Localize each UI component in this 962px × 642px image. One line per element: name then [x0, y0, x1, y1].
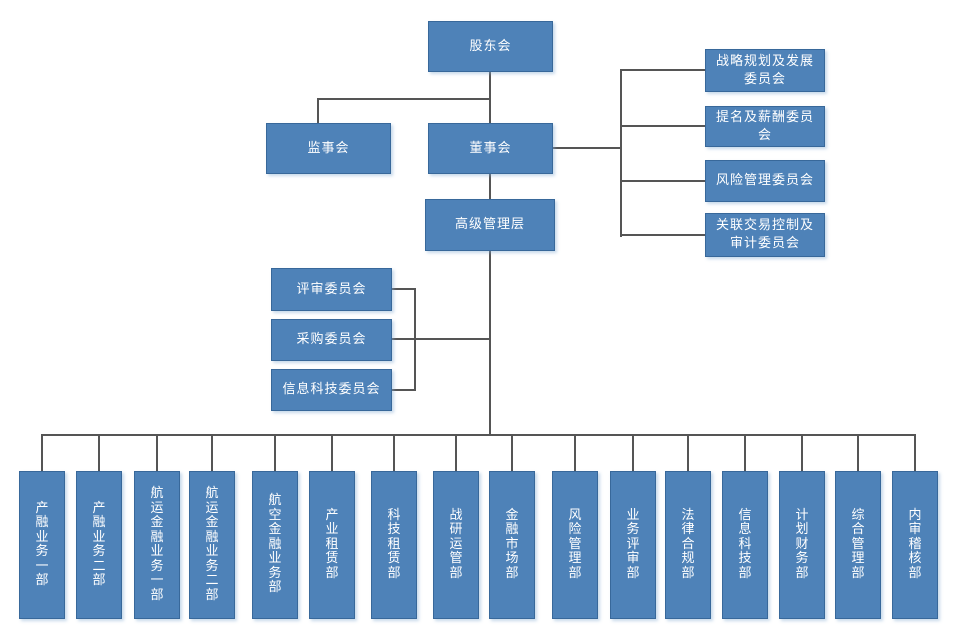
connector-stub-committee-1 — [620, 69, 706, 71]
department-label: 风险管理部 — [568, 507, 582, 581]
department-box: 金融市场部 — [489, 471, 535, 619]
connector-drop-dept-2 — [98, 435, 100, 471]
node-strategy-development-committee: 战略规划及发展委员会 — [705, 49, 825, 92]
department-label: 航运金融业务一部 — [150, 486, 164, 603]
node-shareholders-meeting: 股东会 — [428, 21, 553, 72]
department-label: 产融业务一部 — [35, 500, 49, 588]
connector-drop-dept-12 — [687, 435, 689, 471]
connector-branch-supervisory — [317, 98, 491, 100]
connector-main-trunk — [489, 251, 491, 436]
connector-drop-dept-7 — [393, 435, 395, 471]
connector-drop-dept-6 — [331, 435, 333, 471]
department-box: 计划财务部 — [779, 471, 825, 619]
department-label: 产业租赁部 — [325, 507, 339, 581]
department-box: 科技租赁部 — [371, 471, 417, 619]
connector-drop-dept-3 — [156, 435, 158, 471]
department-label: 业务评审部 — [626, 507, 640, 581]
node-risk-management-committee: 风险管理委员会 — [705, 160, 825, 202]
department-label: 航空金融业务部 — [268, 493, 282, 596]
connector-drop-dept-13 — [744, 435, 746, 471]
connector-drop-dept-10 — [574, 435, 576, 471]
department-box: 风险管理部 — [552, 471, 598, 619]
connector-committees-trunk-left — [414, 288, 416, 391]
department-label: 法律合规部 — [681, 507, 695, 581]
department-box: 内审稽核部 — [892, 471, 938, 619]
department-label: 计划财务部 — [795, 507, 809, 581]
connector-drop-dept-9 — [511, 435, 513, 471]
connector-committees-trunk-right — [620, 69, 622, 237]
connector-drop-dept-15 — [857, 435, 859, 471]
department-box: 信息科技部 — [722, 471, 768, 619]
department-label: 战研运管部 — [449, 507, 463, 581]
department-box: 法律合规部 — [665, 471, 711, 619]
department-label: 航运金融业务二部 — [205, 486, 219, 603]
connector-drop-dept-4 — [211, 435, 213, 471]
node-nomination-remuneration-committee: 提名及薪酬委员会 — [705, 106, 825, 147]
connector-drop-dept-1 — [41, 435, 43, 471]
node-supervisory-board: 监事会 — [266, 123, 391, 174]
connector-stub-committee-3 — [620, 180, 706, 182]
department-box: 产融业务一部 — [19, 471, 65, 619]
connector-stub-committee-2 — [620, 125, 706, 127]
node-review-committee: 评审委员会 — [271, 268, 392, 311]
connector-stub-mgmt-committee-1 — [392, 288, 416, 290]
connector-drop-dept-16 — [914, 435, 916, 471]
department-box: 综合管理部 — [835, 471, 881, 619]
node-it-committee: 信息科技委员会 — [271, 369, 392, 411]
connector-drop-dept-8 — [455, 435, 457, 471]
department-box: 产业租赁部 — [309, 471, 355, 619]
department-label: 内审稽核部 — [908, 507, 922, 581]
connector-drop-dept-11 — [632, 435, 634, 471]
connector-drop-supervisory — [317, 98, 319, 124]
department-box: 航运金融业务一部 — [134, 471, 180, 619]
node-board-of-directors: 董事会 — [428, 123, 553, 174]
department-box: 产融业务二部 — [76, 471, 122, 619]
connector-board-committees — [553, 147, 621, 149]
department-label: 金融市场部 — [505, 507, 519, 581]
department-box: 业务评审部 — [610, 471, 656, 619]
node-related-transaction-audit-committee: 关联交易控制及审计委员会 — [705, 213, 825, 257]
connector-drop-dept-14 — [801, 435, 803, 471]
connector-board-seniormgmt — [489, 174, 491, 200]
department-label: 综合管理部 — [851, 507, 865, 581]
connector-stub-mgmt-committee-3 — [392, 389, 416, 391]
department-label: 信息科技部 — [738, 507, 752, 581]
connector-stub-mgmt-committee-2 — [392, 338, 491, 340]
connector-departments-bus — [41, 434, 916, 436]
department-box: 航空金融业务部 — [252, 471, 298, 619]
department-label: 产融业务二部 — [92, 500, 106, 588]
connector-stub-committee-4 — [620, 234, 706, 236]
department-box: 战研运管部 — [433, 471, 479, 619]
node-procurement-committee: 采购委员会 — [271, 319, 392, 361]
connector-drop-dept-5 — [274, 435, 276, 471]
node-senior-management: 高级管理层 — [425, 199, 555, 251]
department-box: 航运金融业务二部 — [189, 471, 235, 619]
department-label: 科技租赁部 — [387, 507, 401, 581]
